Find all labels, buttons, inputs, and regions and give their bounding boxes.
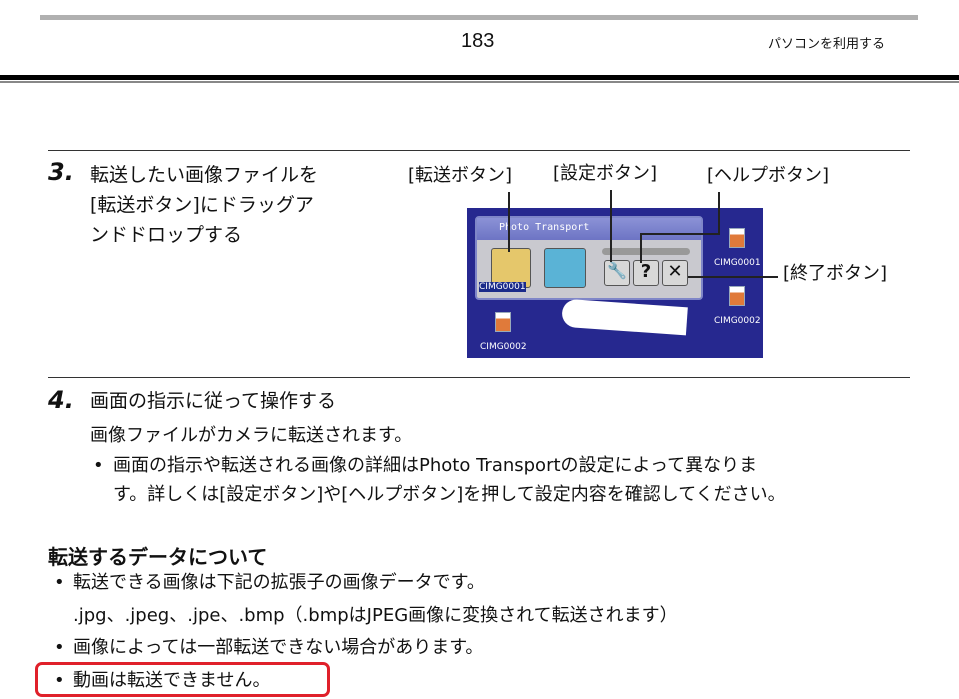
step3-line-2: [転送ボタン]にドラッグア [90,194,314,216]
section-title: パソコンを利用する [768,37,886,52]
leader-help-v2 [640,233,642,263]
bullet-dot: • [54,670,65,691]
leader-transfer [508,192,510,252]
progress-bar [602,248,690,255]
step4-bullet-line-2: す。詳しくは[設定ボタン]や[ヘルプボタン]を押して設定内容を確認してください。 [113,484,786,505]
section-bullet-3: 動画は転送できません。 [73,670,271,691]
transfer-settings-image-button [544,248,586,288]
file-icon [729,286,745,306]
file-icon [729,228,745,248]
bullet-dot: • [54,637,65,658]
step3-rule [48,150,910,151]
file-icon [495,312,511,332]
section-bullet-2: 画像によっては一部転送できない場合があります。 [73,637,484,658]
header-rule-thin [0,81,959,83]
leader-help-h [640,233,720,235]
header-rule [0,75,959,80]
file-label: CIMG0001 [714,258,761,268]
highlight-box [35,662,330,697]
step4-number: 4. [48,386,74,414]
page-number: 183 [461,30,495,52]
label-help-button: [ヘルプボタン] [707,165,830,186]
drag-arrow [561,298,688,336]
file-label: CIMG0002 [480,342,527,352]
bullet-dot: • [54,572,65,593]
window-title: Photo Transport [477,218,701,240]
step4-title: 画面の指示に従って操作する [90,390,337,412]
leader-help-v [718,192,720,234]
step4-rule [48,377,910,378]
leader-exit [688,276,778,278]
photo-transport-window: Photo Transport 🔧 ? ✕ [475,216,703,300]
step3-number: 3. [48,158,74,186]
help-button: ? [633,260,659,286]
bullet-dot: • [93,455,104,476]
step4-bullet-line-1: 画面の指示や転送される画像の詳細はPhoto Transportの設定によって異… [113,455,758,476]
label-settings-button: [設定ボタン] [553,163,658,184]
step3-line-1: 転送したい画像ファイルを [90,164,319,186]
file-label: CIMG0002 [714,316,761,326]
section-bullet-1-line-1: 転送できる画像は下記の拡張子の画像データです。 [73,572,485,593]
step4-body: 画像ファイルがカメラに転送されます。 [90,425,413,446]
leader-settings [610,190,612,262]
label-exit-button: [終了ボタン] [783,263,888,284]
section-heading: 転送するデータについて [48,545,268,569]
exit-button: ✕ [662,260,688,286]
section-bullet-1-line-2: .jpg、.jpeg、.jpe、.bmp（.bmpはJPEG画像に変換されて転送… [73,605,678,626]
label-transfer-button: [転送ボタン] [408,165,513,186]
header-top-bar [40,15,918,20]
step3-line-3: ンドドロップする [90,224,243,246]
settings-wrench-button: 🔧 [604,260,630,286]
dragged-file-label: CIMG0001 [479,282,526,292]
